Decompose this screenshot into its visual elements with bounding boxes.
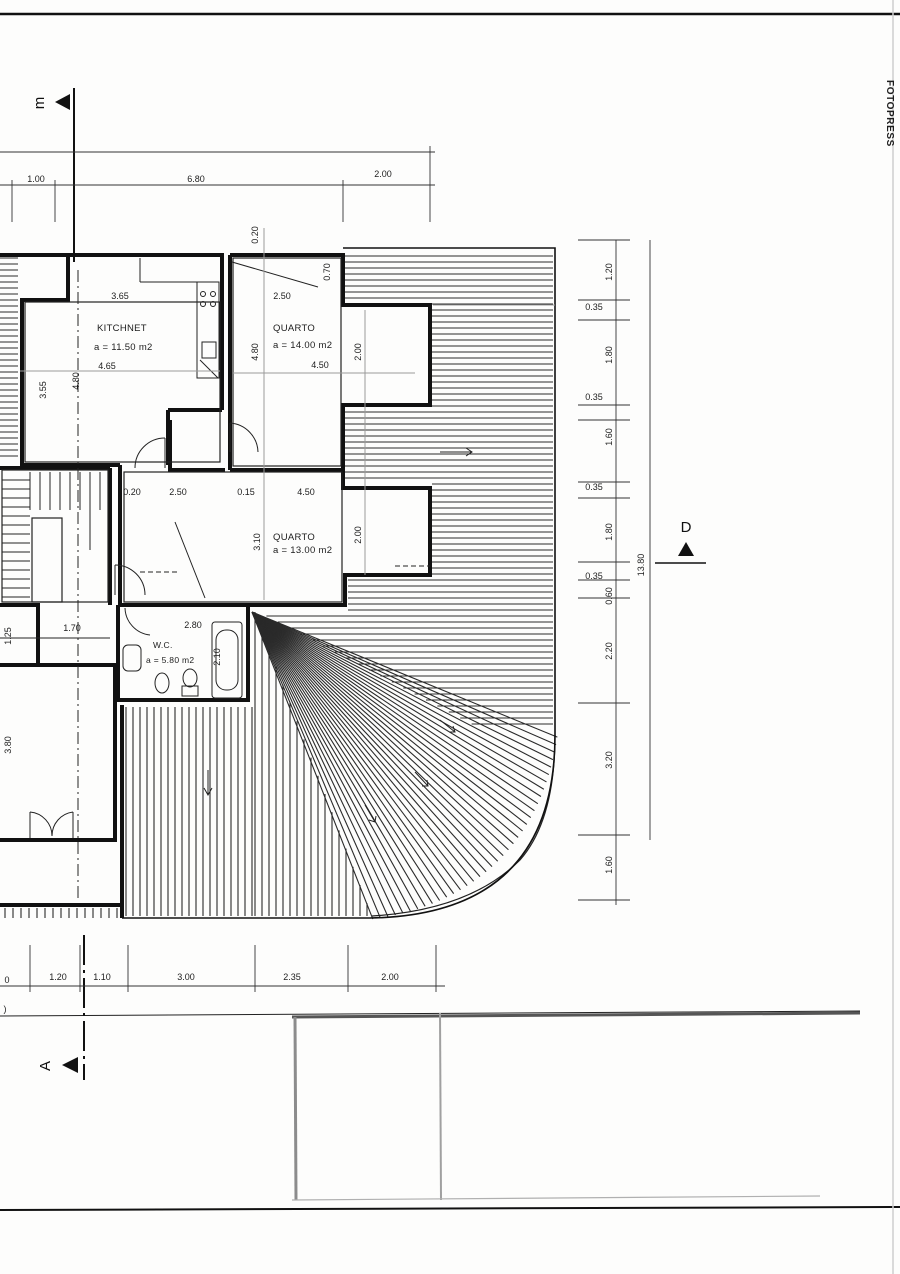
svg-text:1.70: 1.70	[63, 623, 81, 633]
section-marker-d: D	[678, 519, 694, 556]
svg-text:3.55: 3.55	[38, 381, 48, 399]
section-marker-m: m	[31, 94, 70, 110]
dim-right-4: 0.35	[585, 392, 603, 402]
svg-text:m: m	[31, 97, 48, 110]
svg-text:0.20: 0.20	[250, 226, 260, 244]
svg-text:4.80: 4.80	[71, 372, 81, 390]
svg-text:4.50: 4.50	[311, 360, 329, 370]
dim-right-3: 1.80	[604, 346, 614, 364]
svg-text:0.20: 0.20	[123, 487, 141, 497]
svg-text:QUARTO: QUARTO	[273, 323, 315, 334]
dim-top-1: 1.00	[27, 174, 45, 184]
section-marker-a: A	[37, 1057, 78, 1073]
svg-text:3.80: 3.80	[3, 736, 13, 754]
wall-hatch-left	[0, 257, 118, 918]
doors	[29, 261, 319, 838]
dim-bottom-5: 2.35	[283, 972, 301, 982]
terrace-hatch-right	[266, 255, 553, 725]
svg-text:4.50: 4.50	[297, 487, 315, 497]
dim-right-6: 0.35	[585, 482, 603, 492]
svg-text:QUARTO: QUARTO	[273, 532, 315, 543]
dim-right-2: 0.35	[585, 302, 603, 312]
svg-text:1.25: 1.25	[3, 627, 13, 645]
interior-dims: 0.20 0.70 3.65 2.50 4.65 4.50 4.80 4.80 …	[3, 226, 363, 1014]
dim-right-8: 0.35	[585, 571, 603, 581]
svg-text:0: 0	[4, 975, 9, 985]
dims-right: 1.200.351.800.351.600.351.800.350.602.20…	[585, 263, 614, 874]
dim-top-2: 6.80	[187, 174, 205, 184]
room-wc: W.C. a = 5.80 m2	[146, 640, 194, 665]
svg-text:2.00: 2.00	[353, 526, 363, 544]
dim-right-9: 0.60	[604, 587, 614, 605]
dim-right-7: 1.80	[604, 523, 614, 541]
svg-text:a = 5.80 m2: a = 5.80 m2	[146, 655, 194, 665]
section-lines	[0, 88, 706, 1080]
stairs	[2, 472, 101, 603]
wc-fixtures	[122, 621, 243, 699]
dim-right-10: 2.20	[604, 642, 614, 660]
svg-text:A: A	[37, 1061, 54, 1071]
svg-text:2.80: 2.80	[184, 620, 202, 630]
dims-bottom: 1.20 1.10 3.00 2.35 2.00	[49, 972, 399, 982]
dim-bottom-3: 1.10	[93, 972, 111, 982]
svg-text:2.00: 2.00	[353, 343, 363, 361]
svg-text:0.70: 0.70	[322, 263, 332, 281]
svg-text:a = 11.50 m2: a = 11.50 m2	[94, 342, 153, 353]
dim-bottom-4: 3.00	[177, 972, 195, 982]
svg-text:KITCHNET: KITCHNET	[97, 323, 147, 334]
terrace-hatch-bottom	[125, 612, 368, 916]
svg-text:D: D	[681, 519, 692, 536]
svg-text:3.10: 3.10	[252, 533, 262, 551]
dim-right-total: 13.80	[636, 554, 646, 577]
svg-text:4.80: 4.80	[250, 343, 260, 361]
svg-text:a = 14.00 m2: a = 14.00 m2	[273, 340, 332, 351]
room-quarto-2: QUARTO a = 13.00 m2	[273, 532, 332, 556]
dim-right-12: 1.60	[604, 856, 614, 874]
dim-right-1: 1.20	[604, 263, 614, 281]
walls	[0, 253, 432, 918]
svg-text:a = 13.00 m2: a = 13.00 m2	[273, 545, 332, 556]
terrace-outline	[122, 247, 556, 919]
room-quarto-1: QUARTO a = 14.00 m2	[273, 323, 332, 351]
dim-bottom-6: 2.00	[381, 972, 399, 982]
dim-right-5: 1.60	[604, 428, 614, 446]
terrace-hatch-fan	[251, 611, 558, 920]
kitchen-counter	[139, 258, 220, 379]
dim-lines	[0, 146, 651, 992]
svg-text:3.65: 3.65	[111, 291, 129, 301]
dim-bottom-2: 1.20	[49, 972, 67, 982]
dim-top-3: 2.00	[374, 169, 392, 179]
svg-text:2.10: 2.10	[212, 648, 222, 666]
copy-artifact	[291, 1011, 861, 1201]
dim-right-11: 3.20	[604, 751, 614, 769]
svg-text:): )	[4, 1004, 7, 1014]
svg-text:0.15: 0.15	[237, 487, 255, 497]
svg-text:2.50: 2.50	[169, 487, 187, 497]
svg-text:2.50: 2.50	[273, 291, 291, 301]
svg-text:4.65: 4.65	[98, 361, 116, 371]
stamp-text: FOTOPRESS	[884, 80, 895, 147]
slope-arrows	[203, 447, 473, 823]
svg-text:W.C.: W.C.	[153, 640, 173, 650]
room-kitchnet: KITCHNET a = 11.50 m2	[94, 323, 153, 353]
